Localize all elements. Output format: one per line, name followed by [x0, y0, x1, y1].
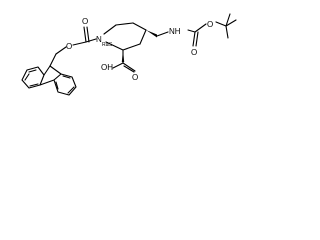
boc-carbonyl-oxygen-label: O: [191, 48, 197, 57]
wedge-bond: [146, 30, 157, 38]
stereo-label: R&S: [102, 42, 113, 48]
nh-label: NH: [169, 27, 181, 36]
fmoc-ester-oxygen-label: O: [66, 42, 72, 51]
boc-ester-oxygen-label: O: [207, 20, 213, 29]
fmoc-linker: [49, 46, 67, 67]
acid-carbonyl-oxygen-label: O: [132, 73, 138, 82]
chemical-structure: N O O R&S OH O NH O O: [21, 13, 237, 96]
fmoc-carbonyl-oxygen-label: O: [82, 17, 88, 26]
boc-carbamate: [192, 21, 227, 47]
hydroxyl-label: OH: [101, 63, 113, 72]
fmoc-carbamate: [72, 26, 97, 46]
fluorene-five-ring: [39, 65, 62, 86]
tert-butyl-group: [225, 13, 237, 39]
nitrogen-label: N: [96, 35, 102, 44]
acid-wedge-bond: [121, 50, 125, 62]
fluorene-right-ring: [53, 73, 77, 96]
aminomethyl-chain: [156, 29, 196, 37]
piperidine-ring: [103, 22, 147, 51]
